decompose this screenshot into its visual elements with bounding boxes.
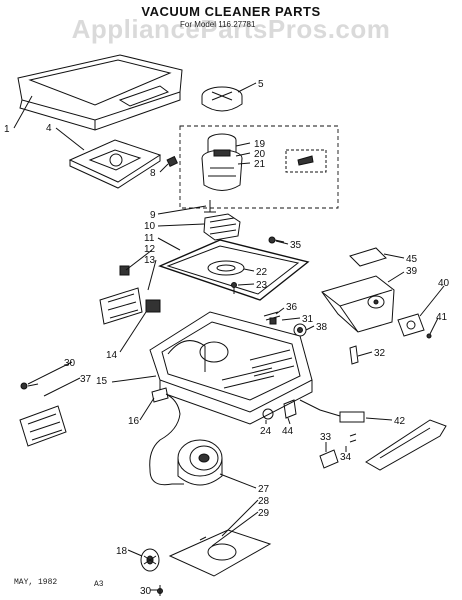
part-gasket (158, 239, 310, 301)
model-subtitle: For Model 116.27781 (180, 20, 256, 29)
callout-14: 14 (106, 350, 118, 361)
part-small-36-31-38 (263, 311, 307, 337)
footer-code: A3 (94, 580, 104, 589)
callout-38: 38 (316, 322, 328, 333)
part-ring (207, 260, 245, 276)
part-motor-mount (68, 139, 162, 189)
callout-34: 34 (340, 452, 352, 463)
part-lid (17, 54, 183, 131)
part-cord-reel (149, 439, 223, 486)
part-bag-housing (321, 275, 395, 333)
part-screw-23 (231, 282, 237, 294)
callout-13: 13 (144, 255, 156, 266)
part-screw-35 (268, 236, 285, 244)
callout-41: 41 (436, 312, 448, 323)
callout-24: 24 (260, 426, 272, 437)
footer-date: MAY, 1982 (14, 578, 58, 587)
callout-10: 10 (144, 221, 156, 232)
callout-4: 4 (46, 123, 52, 134)
callout-9: 9 (150, 210, 156, 221)
part-8-9 (166, 155, 216, 213)
diagram-title: VACUUM CLEANER PARTS (141, 4, 321, 19)
callout-12: 12 (144, 244, 156, 255)
callout-19: 19 (254, 139, 266, 150)
callout-8: 8 (150, 168, 156, 179)
part-base-body (149, 311, 313, 425)
part-filter (201, 86, 243, 112)
part-door-40 (397, 313, 432, 339)
watermark: AppliancePartsPros.com (71, 14, 391, 44)
callout-11: 11 (144, 233, 155, 244)
callout-28: 28 (258, 496, 270, 507)
callout-40: 40 (438, 278, 450, 289)
leader-lines (13, 82, 445, 591)
callout-16: 16 (128, 416, 140, 427)
callout-23: 23 (256, 280, 268, 291)
part-grille (203, 213, 241, 241)
callout-45: 45 (406, 254, 418, 265)
part-plate-45 (349, 247, 387, 267)
callout-30: 30 (64, 358, 76, 369)
part-screw-30b (157, 585, 163, 596)
callout-15: 15 (96, 376, 108, 387)
callout-31: 31 (302, 314, 314, 325)
callout-39: 39 (406, 266, 418, 277)
part-motor (201, 133, 327, 191)
callout-36: 36 (286, 302, 298, 313)
callout-5: 5 (258, 79, 264, 90)
callout-1: 1 (4, 124, 10, 135)
callout-44: 44 (282, 426, 294, 437)
callout-29: 29 (258, 508, 270, 519)
part-brush-wheel (140, 548, 160, 572)
callout-20: 20 (254, 149, 266, 160)
part-cord-plug (149, 387, 181, 471)
callout-22: 22 (256, 267, 268, 278)
part-bottom-plate (168, 529, 272, 577)
callout-21: 21 (254, 159, 266, 170)
callout-labels: 1 4 5 19 20 21 8 9 10 11 12 13 35 22 23 … (4, 79, 450, 597)
callout-32: 32 (374, 348, 386, 359)
part-panel-30 (19, 382, 67, 447)
part-cord-42 (299, 399, 365, 423)
callout-35: 35 (290, 240, 302, 251)
motor-assembly-box (179, 125, 339, 209)
part-switch (99, 265, 161, 325)
callout-42: 42 (394, 416, 406, 427)
callout-18: 18 (116, 546, 128, 557)
part-latch-32 (349, 345, 359, 365)
part-wheels (262, 399, 297, 420)
callout-37: 37 (80, 374, 92, 385)
callout-33: 33 (320, 432, 332, 443)
callout-27: 27 (258, 484, 270, 495)
part-ring-inner (216, 264, 236, 272)
part-nozzle (319, 419, 447, 471)
callout-30b: 30 (140, 586, 152, 597)
